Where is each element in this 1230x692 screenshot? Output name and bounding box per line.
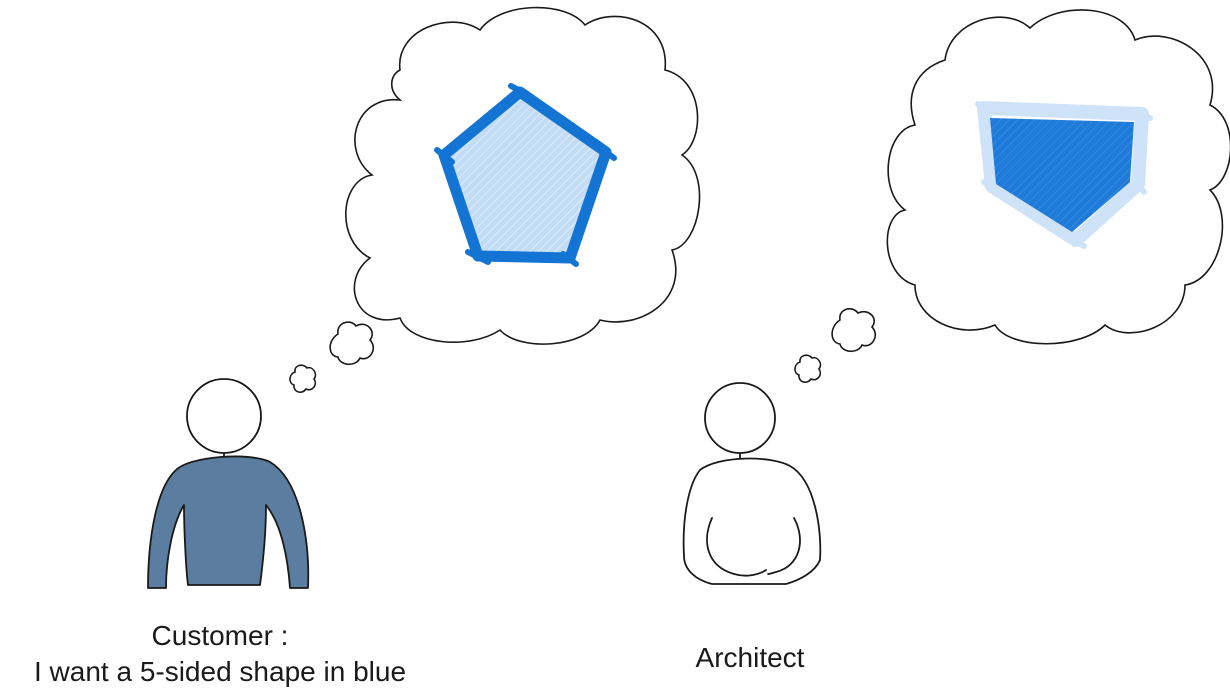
- architect-pentagon-fill: [990, 118, 1134, 232]
- architect-head: [704, 382, 776, 454]
- customer-pentagon-shape: [434, 83, 617, 267]
- architect-caption: Architect: [695, 642, 805, 673]
- architect-thought-bubble-small: [794, 354, 822, 384]
- architect-pentagon-shape: [975, 101, 1153, 249]
- architect-left-arm: [706, 517, 767, 577]
- architect-pentagon-outline: [977, 101, 1149, 247]
- architect-right-arm: [767, 517, 801, 575]
- customer-pentagon-outline: [438, 86, 612, 264]
- customer-body: [147, 455, 310, 589]
- customer-head: [186, 378, 262, 454]
- customer-pentagon-vertex-marks: [434, 83, 617, 267]
- customer-caption-line1: Customer :: [151, 620, 289, 651]
- architect-figure: [682, 382, 822, 585]
- architect-pentagon-vertex-marks: [975, 101, 1153, 249]
- customer-caption: Customer : I want a 5-sided shape in blu…: [0, 618, 440, 690]
- customer-figure: [147, 378, 310, 589]
- customer-thought-bubble-medium: [329, 321, 375, 366]
- customer-pentagon-fill: [444, 92, 606, 258]
- customer-caption-line2: I want a 5-sided shape in blue: [33, 656, 407, 687]
- architect-thought-bubble-medium: [831, 308, 877, 353]
- architect-body: [682, 457, 822, 585]
- customer-thought-bubble-small: [289, 364, 317, 394]
